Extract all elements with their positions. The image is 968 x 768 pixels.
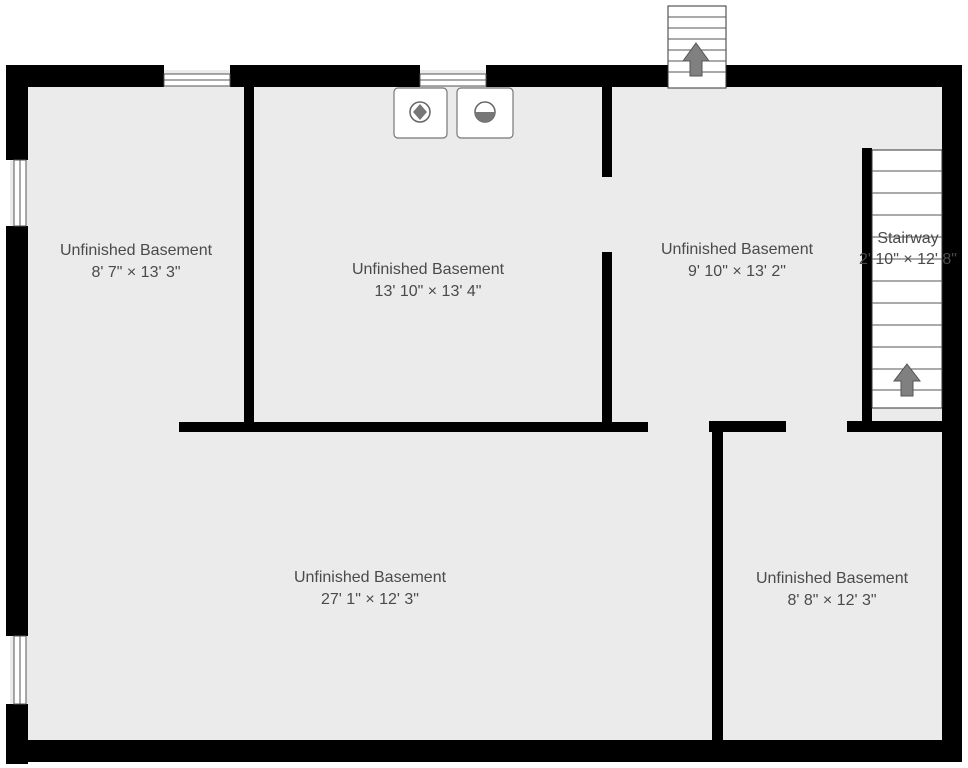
room-dimensions: 8' 8" × 12' 3" [787, 592, 876, 609]
room-dimensions: 8' 7" × 13' 3" [91, 264, 180, 281]
room-dimensions: 2' 10" × 12' 8" [859, 251, 957, 268]
room-label-4: Unfinished Basement 27' 1" × 12' 3" [294, 569, 447, 608]
room-name: Unfinished Basement [756, 570, 909, 587]
exterior-stair-up-arrow-icon [682, 42, 710, 77]
exterior-stair [667, 5, 727, 89]
room-label-1: Unfinished Basement 8' 7" × 13' 3" [60, 242, 213, 281]
washer-icon [393, 87, 448, 139]
room-label-5: Unfinished Basement 8' 8" × 12' 3" [756, 570, 909, 609]
room-name: Unfinished Basement [661, 241, 814, 258]
dryer-icon [456, 87, 514, 139]
exterior-walls [6, 65, 962, 764]
room-dimensions: 9' 10" × 13' 2" [688, 263, 786, 280]
room-name: Unfinished Basement [352, 261, 505, 278]
floor-area [10, 70, 958, 758]
interior-walls [179, 85, 947, 743]
stairway-steps [871, 149, 943, 409]
stair-up-arrow-icon [892, 363, 922, 397]
room-dimensions: 13' 10" × 13' 4" [375, 283, 482, 300]
room-label-3: Unfinished Basement 9' 10" × 13' 2" [661, 241, 814, 280]
windows [13, 73, 487, 705]
room-label-2: Unfinished Basement 13' 10" × 13' 4" [352, 261, 505, 300]
room-name: Unfinished Basement [294, 569, 447, 586]
room-dimensions: 27' 1" × 12' 3" [321, 591, 419, 608]
room-name: Unfinished Basement [60, 242, 213, 259]
room-label-stairway: Stairway 2' 10" × 12' 8" [859, 230, 957, 268]
room-name: Stairway [877, 230, 938, 247]
